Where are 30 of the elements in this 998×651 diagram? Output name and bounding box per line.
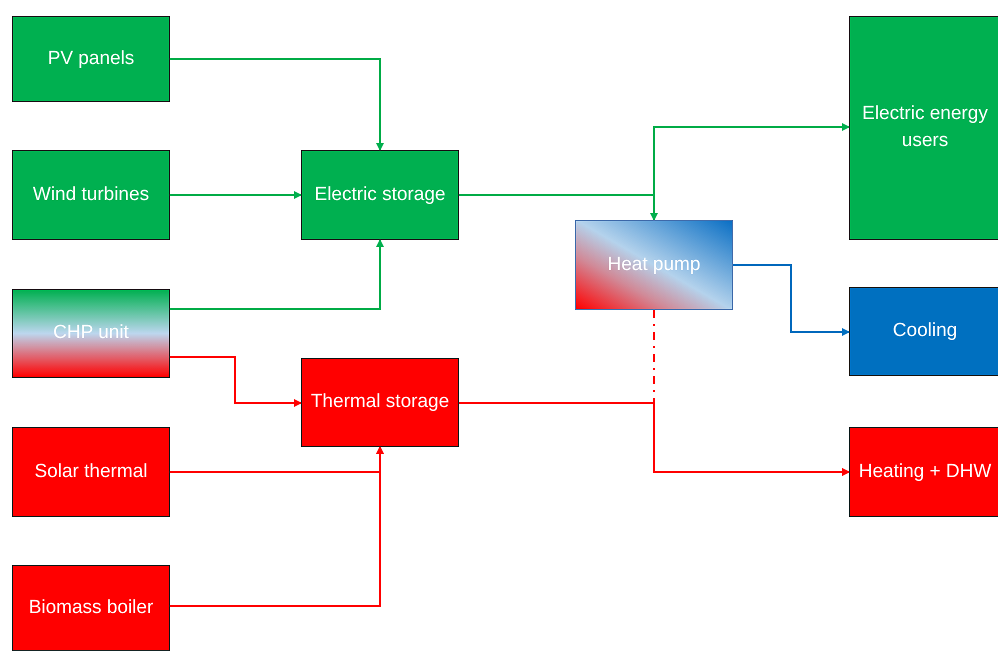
process-box: [12, 565, 170, 651]
arrow: [733, 264, 850, 336]
arrow: [170, 239, 384, 310]
process-box: [575, 220, 733, 310]
process-box: [12, 289, 170, 378]
node-label: Wind turbines: [32, 182, 150, 207]
arrow: [459, 402, 850, 476]
process-box: [849, 427, 998, 517]
node-label: CHP unit: [53, 321, 129, 346]
node-label: Solar thermal: [34, 460, 148, 484]
node-label: PV panels: [48, 46, 134, 71]
node-label: Heat pump: [608, 252, 700, 277]
node-label: Thermal storage: [310, 390, 450, 414]
process-box: [849, 16, 998, 240]
node-label: Electric storage: [314, 182, 446, 207]
process-box: [301, 150, 459, 240]
process-box: [12, 150, 170, 240]
arrow: [459, 194, 658, 221]
process-box: [849, 287, 998, 376]
node-label: Biomass boiler: [28, 596, 154, 620]
process-box: [301, 358, 459, 447]
arrow: [170, 191, 302, 199]
node-label: Electric energy users: [861, 102, 989, 153]
node-label: Heating + DHW: [858, 460, 992, 484]
node-label: Cooling: [892, 319, 958, 344]
arrow: [170, 446, 384, 607]
arrow: [170, 356, 302, 407]
process-box: [12, 16, 170, 102]
process-box: [12, 427, 170, 517]
arrow: [170, 58, 384, 151]
